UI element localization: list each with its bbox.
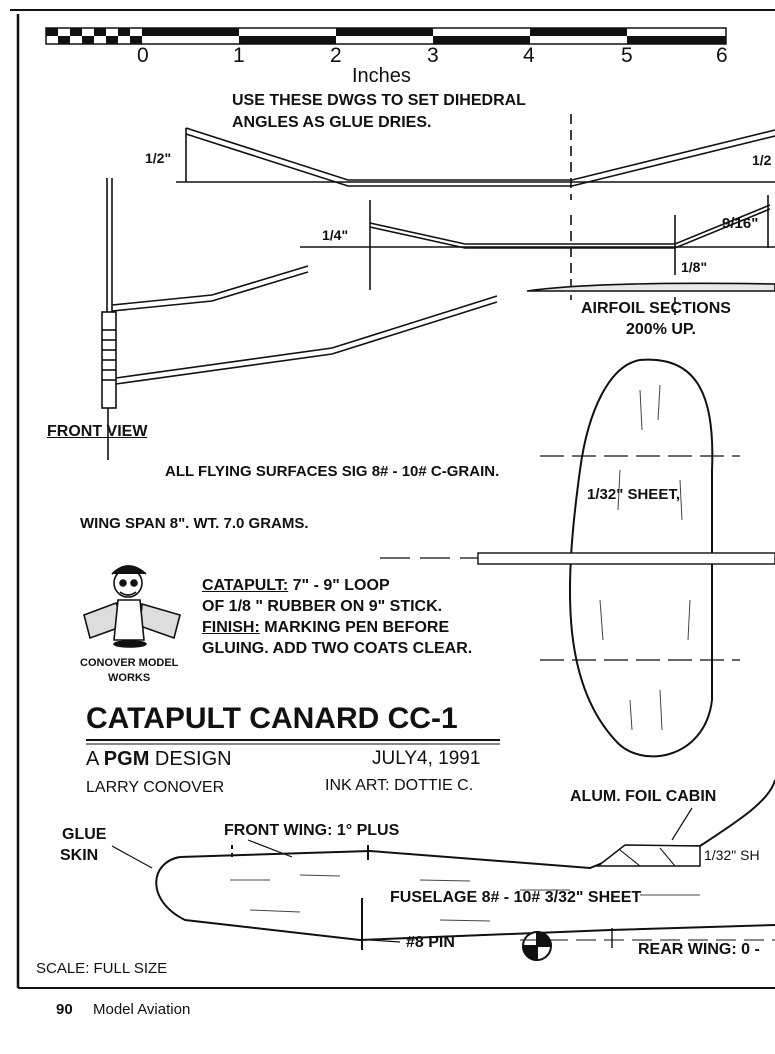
airfoil-note-line1: AIRFOIL SECTIONS xyxy=(581,300,731,317)
dimension-half-inch-right: 1/2 xyxy=(752,152,772,168)
finish-text: MARKING PEN BEFORE xyxy=(259,619,450,636)
catapult-note: CATAPULT: 7" - 9" LOOP xyxy=(202,577,390,595)
drawing-title: CATAPULT CANARD CC-1 xyxy=(86,702,458,735)
scale-tick-label: 4 xyxy=(523,44,535,67)
dihedral-note-line2: ANGLES AS GLUE DRIES. xyxy=(232,114,432,131)
front-wing-label: FRONT WING: 1° PLUS xyxy=(224,822,400,839)
finish-note: FINISH: MARKING PEN BEFORE xyxy=(202,619,449,637)
design-suffix: DESIGN xyxy=(149,748,232,770)
gluing-note: GLUING. ADD TWO COATS CLEAR. xyxy=(202,640,473,657)
dimension-eighth-inch: 1/8" xyxy=(681,259,708,275)
design-credit: A PGM DESIGN xyxy=(86,748,232,771)
design-prefix: A xyxy=(86,748,104,770)
catapult-text: 7" - 9" LOOP xyxy=(288,577,390,594)
front-view-label: FRONT VIEW xyxy=(47,423,148,440)
dihedral-note-line1: USE THESE DWGS TO SET DIHEDRAL xyxy=(232,92,526,109)
page-number: 90 xyxy=(56,1001,73,1018)
dihedral-drawings xyxy=(101,114,775,460)
sheet-note: 1/32" SHEET, xyxy=(587,486,680,503)
wing-span-note: WING SPAN 8". WT. 7.0 GRAMS. xyxy=(80,515,309,532)
logo-text-line1: CONOVER MODEL xyxy=(80,657,179,669)
rubber-note: OF 1/8 " RUBBER ON 9" STICK. xyxy=(202,598,443,615)
scale-label: SCALE: FULL SIZE xyxy=(36,960,168,977)
ink-art-credit: INK ART: DOTTIE C. xyxy=(325,777,474,794)
design-brand: PGM xyxy=(103,748,150,770)
scale-unit-label: Inches xyxy=(352,65,411,87)
sheet-partial-label: 1/32" SH xyxy=(704,847,760,863)
scale-tick-label: 1 xyxy=(233,44,245,67)
rear-wing-label: REAR WING: 0 - xyxy=(638,941,760,958)
wing-planform xyxy=(380,358,775,758)
logo-text-line2: WORKS xyxy=(108,672,151,684)
fuselage-label: FUSELAGE 8# - 10# 3/32" SHEET xyxy=(390,889,642,906)
author-name: LARRY CONOVER xyxy=(86,779,225,796)
catapult-label: CATAPULT: xyxy=(202,577,289,594)
fuselage-side-view xyxy=(111,779,775,962)
glue-skin-label-line1: GLUE xyxy=(62,826,107,843)
scale-tick-label: 2 xyxy=(330,44,342,67)
scale-bar xyxy=(45,27,727,45)
scale-tick-label: 3 xyxy=(427,44,439,67)
dimension-quarter-inch: 1/4" xyxy=(322,227,349,243)
dimension-half-inch-left: 1/2" xyxy=(145,150,172,166)
dimension-nine-sixteenths: 9/16" xyxy=(722,215,759,232)
conover-logo-figure xyxy=(83,565,181,648)
airfoil-note-line2: 200% UP. xyxy=(626,321,696,338)
scale-tick-label: 6 xyxy=(716,44,728,67)
design-date: JULY4, 1991 xyxy=(372,748,481,769)
scale-tick-label: 5 xyxy=(621,44,633,67)
scale-tick-label: 0 xyxy=(137,44,149,67)
cabin-label: ALUM. FOIL CABIN xyxy=(570,788,717,805)
magazine-name: Model Aviation xyxy=(93,1001,191,1018)
flying-surfaces-note: ALL FLYING SURFACES SIG 8# - 10# C-GRAIN… xyxy=(165,463,500,480)
pin-label: #8 PIN xyxy=(406,934,455,951)
finish-label: FINISH: xyxy=(202,619,260,636)
glue-skin-label-line2: SKIN xyxy=(60,847,99,864)
